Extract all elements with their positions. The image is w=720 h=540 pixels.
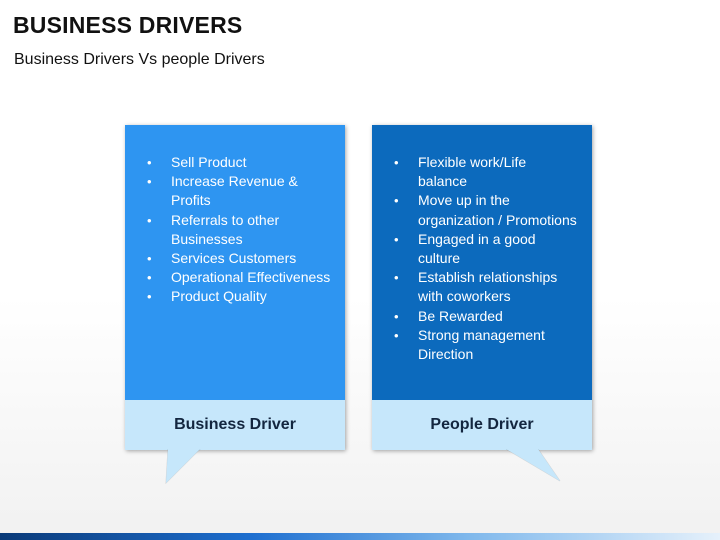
- footer-gradient-bar: [0, 533, 720, 540]
- people-driver-card: Flexible work/Life balance Move up in th…: [372, 125, 592, 450]
- list-item: Flexible work/Life balance: [394, 153, 579, 191]
- people-driver-list-panel: Flexible work/Life balance Move up in th…: [372, 125, 592, 400]
- list-item: Engaged in a good culture: [394, 230, 579, 268]
- business-driver-list-panel: Sell Product Increase Revenue & Profits …: [125, 125, 345, 400]
- list-item: Operational Effectiveness: [147, 268, 332, 287]
- people-driver-callout-tail: [506, 449, 561, 482]
- list-item: Increase Revenue & Profits: [147, 172, 332, 210]
- list-item: Establish relationships with coworkers: [394, 268, 579, 306]
- business-driver-label: Business Driver: [125, 400, 345, 450]
- list-item: Strong management Direction: [394, 326, 579, 364]
- list-item: Be Rewarded: [394, 307, 579, 326]
- business-driver-card: Sell Product Increase Revenue & Profits …: [125, 125, 345, 450]
- list-item: Product Quality: [147, 287, 332, 306]
- people-driver-list: Flexible work/Life balance Move up in th…: [394, 153, 579, 364]
- list-item: Sell Product: [147, 153, 332, 172]
- page-title: BUSINESS DRIVERS: [13, 12, 243, 38]
- list-item: Move up in the organization / Promotions: [394, 191, 579, 229]
- business-driver-callout-tail: [165, 449, 201, 485]
- list-item: Services Customers: [147, 249, 332, 268]
- page-subtitle: Business Drivers Vs people Drivers: [14, 51, 265, 68]
- business-driver-list: Sell Product Increase Revenue & Profits …: [147, 153, 332, 307]
- list-item: Referrals to other Businesses: [147, 211, 332, 249]
- people-driver-label: People Driver: [372, 400, 592, 450]
